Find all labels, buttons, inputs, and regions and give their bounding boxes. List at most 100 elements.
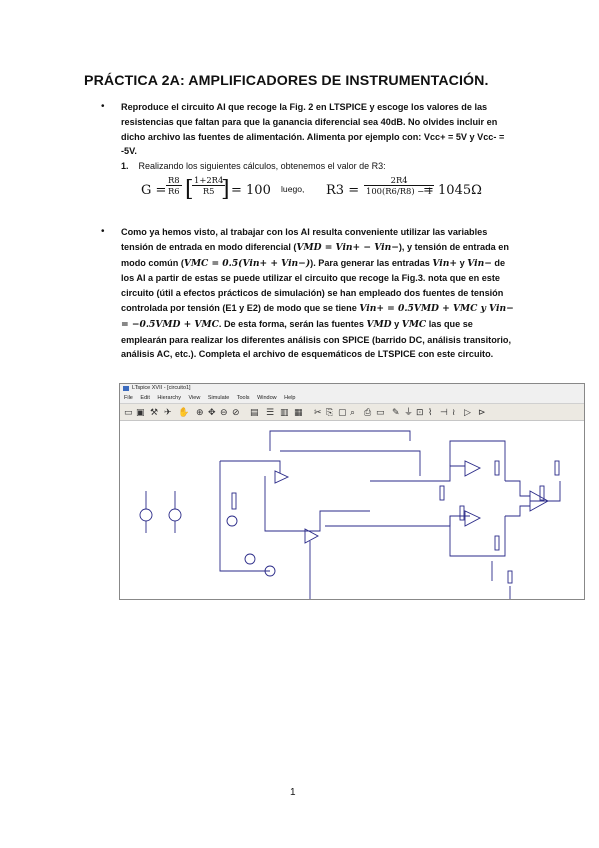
page-title: PRÁCTICA 2A: AMPLIFICADORES DE INSTRUMEN… [84,73,489,89]
bullet1-bold-text: Reproduce el circuito AI que recoge la F… [121,102,488,127]
vmc-source [264,565,276,577]
inductor-icon[interactable]: ≀ [452,407,456,417]
draw-wire-icon[interactable]: ✎ [392,407,400,417]
text-run: . De esta forma, serán las fuentes [218,318,367,329]
opamp-3 [464,460,482,477]
cascade-icon[interactable]: ▦ [294,407,303,417]
menu-edit[interactable]: Edit [140,395,150,401]
ground-icon[interactable]: ⏚ [404,407,414,417]
frac-num: 1+2R4 [192,175,226,186]
open-folder-icon[interactable]: ▭ [124,407,133,417]
print-setup-icon[interactable]: ▭ [376,407,385,417]
opamp-1 [274,470,290,484]
opamp-2 [304,528,319,544]
page-number: 1 [290,787,296,798]
paste-icon[interactable]: ▢ [338,407,347,417]
zoom-in-icon[interactable]: ⊕ [196,407,204,417]
math-vinp: Vin+ [432,257,458,269]
schematic-canvas[interactable] [120,421,584,599]
text-run: Como ya hemos visto, al trabajar con los… [121,227,488,252]
copy-icon[interactable]: ⎘ [326,407,334,417]
text-run: ), y tensión de entrada en modo común ( [121,241,509,268]
ltspice-logo-icon [123,386,129,391]
pan-icon[interactable]: ✥ [208,407,216,417]
r3-result: = 1045Ω [423,183,482,198]
control-panel-icon[interactable]: ⚒ [150,407,159,417]
step-1: 1.Realizando los siguientes cálculos, ob… [121,161,386,171]
menu-view[interactable]: View [188,395,201,401]
menu-simulate[interactable]: Simulate [207,395,230,401]
schematic-drawing [139,430,561,599]
luego-text: luego, [281,184,305,194]
frac-den: R5 [202,186,215,196]
step-number: 1. [121,161,129,171]
resistor [494,460,500,476]
autorange-icon[interactable]: ▤ [250,407,259,417]
vmd-source [244,553,256,565]
diode-icon[interactable]: ▷ [464,407,471,417]
g-label: G = [141,183,167,198]
tile-horizontal-icon[interactable]: ☰ [266,407,275,417]
zoom-out-icon[interactable]: ⊖ [220,407,228,417]
bullet-paragraph-2: • Como ya hemos visto, al trabajar con l… [101,225,519,362]
halt-icon[interactable]: ✋ [178,407,190,417]
ltspice-screenshot: LTspice XVII - [circuito1] File Edit Hie… [119,383,585,600]
math-vmd-symbol: VMD [366,318,392,330]
frac-den: 100(R6/R8) − 1 [366,186,433,196]
find-icon[interactable]: ⌕ [350,407,356,417]
bullet-paragraph-1: • Reproduce el circuito AI que recoge la… [101,100,519,159]
menu-window[interactable]: Window [257,395,277,401]
print-icon[interactable]: ⎙ [364,407,372,417]
resistor [554,460,560,476]
tile-vertical-icon[interactable]: ▥ [280,407,289,417]
ltspice-window-title: LTspice XVII - [circuito1] [132,385,191,391]
capacitor-icon[interactable]: ⊣ [440,407,448,417]
supply-source-2 [168,508,182,522]
supply-source-1 [139,508,153,522]
source [226,515,238,527]
text-run: de los AI a partir de estas se puede uti… [121,257,506,313]
bullet1-text: No olvides incluir en dicho archivo las … [121,116,505,157]
ltspice-toolbar: ▭ ▣ ⚒ ✈ ✋ ⊕ ✥ ⊖ ⊘ ▤ ☰ ▥ ▦ ✂ ⎘ ▢ ⌕ ⎙ ▭ ✎ … [120,403,584,421]
menu-file[interactable]: File [124,395,133,401]
component-icon[interactable]: ⊳ [478,407,486,417]
ltspice-title-bar: LTspice XVII - [circuito1] [120,384,584,393]
resistor-icon[interactable]: ⌇ [428,407,433,417]
text-run: y [391,318,402,329]
resistor [494,535,500,551]
left-bracket: [ [185,177,194,202]
resistor [507,570,513,584]
cut-icon[interactable]: ✂ [314,407,322,417]
text-run: y [457,257,468,268]
resistor [459,505,465,521]
save-icon[interactable]: ▣ [136,407,145,417]
zoom-fit-icon[interactable]: ⊘ [232,407,240,417]
resistor [539,485,545,501]
opamp-4 [464,510,482,527]
run-icon[interactable]: ✈ [164,407,172,417]
frac-num: 2R4 [364,175,435,186]
resistor [439,485,445,501]
menu-help[interactable]: Help [284,395,296,401]
resistor [231,492,237,510]
opamp-5 [529,490,549,512]
label-net-icon[interactable]: ⊡ [416,407,424,417]
math-vmd: VMD = Vin+ − Vin− [296,241,399,253]
frac-den: R6 [168,186,180,196]
frac-num: R8 [166,175,182,186]
math-vmc: VMC = 0.5(Vin+ + Vin−) [183,257,311,269]
math-vinm: Vin− [467,257,492,269]
bullet-dot: • [101,101,105,112]
menu-tools[interactable]: Tools [236,395,250,401]
r3-label: R3 = [326,183,360,198]
math-vmc-symbol: VMC [401,318,427,330]
g-result: = 100 [231,183,271,198]
text-run: ). Para generar las entradas [310,257,433,268]
bullet-dot: • [101,226,105,237]
math-equation-line: Vin+ = 0.5VMD + VMC y Vin− = −0.5VMD + V… [121,302,514,330]
menu-hierarchy[interactable]: Hierarchy [157,395,181,401]
